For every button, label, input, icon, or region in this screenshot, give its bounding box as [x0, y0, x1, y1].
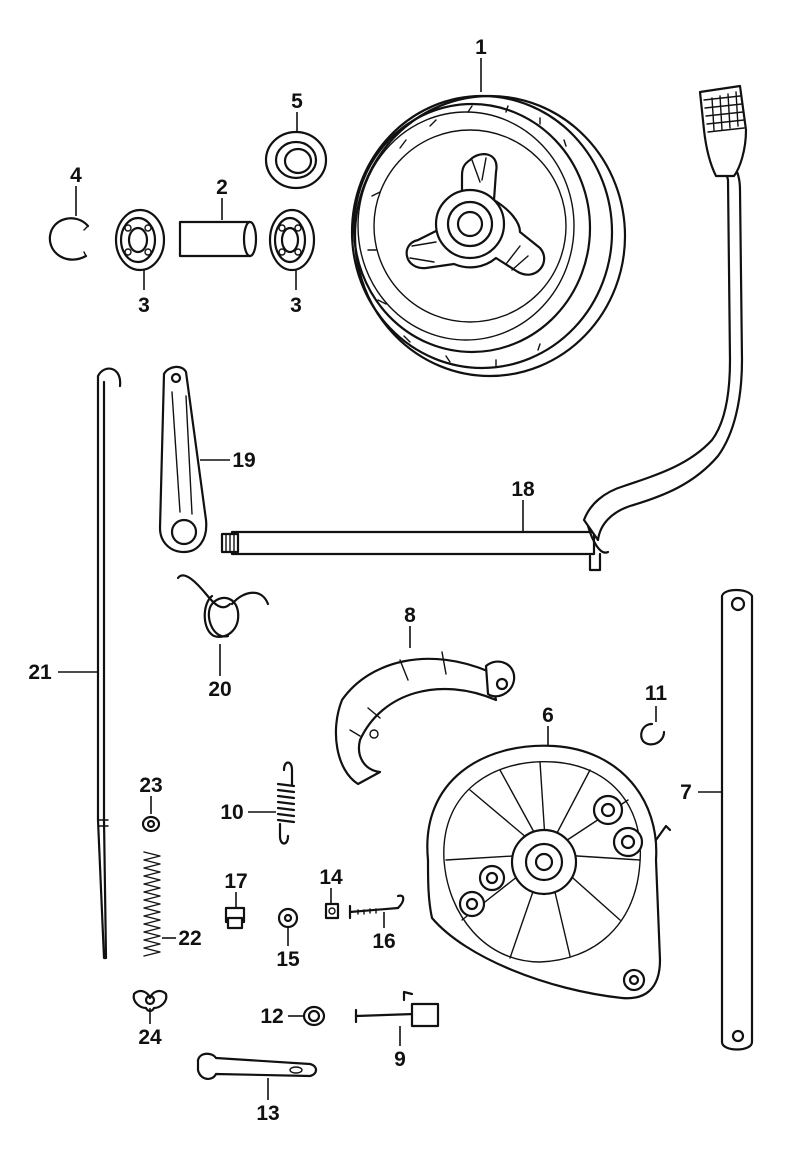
callout-17: 17	[224, 870, 247, 893]
part-3-bearing-left	[114, 208, 166, 272]
part-4-circlip	[48, 217, 90, 261]
part-19-brake-arm	[158, 365, 208, 554]
callout-21: 21	[28, 661, 52, 684]
part-14-small-nut	[324, 902, 340, 920]
part-24-wing-nut	[132, 989, 168, 1013]
part-16-adjuster-bolt	[348, 894, 405, 920]
callout-22: 22	[178, 927, 201, 950]
part-21-brake-rod	[96, 367, 122, 960]
callout-20: 20	[208, 678, 231, 701]
callout-5: 5	[291, 90, 303, 113]
part-11-small-circlip	[640, 722, 666, 746]
part-9-brake-cam	[354, 990, 440, 1028]
callout-18: 18	[511, 478, 535, 501]
callout-11: 11	[645, 682, 668, 705]
part-5-oil-seal	[264, 130, 328, 190]
callout-16: 16	[372, 930, 395, 953]
callout-6: 6	[542, 704, 554, 727]
part-7-torque-arm	[720, 588, 754, 1051]
part-20-torsion-spring	[176, 574, 270, 638]
callout-24: 24	[138, 1026, 162, 1049]
leader-lines	[58, 58, 722, 1100]
part-1-brake-drum	[350, 94, 627, 378]
callout-15: 15	[276, 948, 300, 971]
part-15-washer	[277, 907, 299, 929]
part-3-bearing-right	[268, 208, 316, 272]
part-12-bushing	[302, 1005, 326, 1027]
part-17-pin	[224, 906, 246, 930]
callout-1: 1	[475, 36, 487, 59]
callout-14: 14	[319, 866, 343, 889]
callout-13: 13	[256, 1102, 279, 1125]
callout-23: 23	[139, 774, 162, 797]
part-23-nut	[141, 815, 161, 833]
part-10-return-spring	[276, 761, 296, 845]
part-22-compression-spring	[143, 851, 161, 957]
callout-3-right: 3	[290, 294, 302, 317]
part-6-backing-plate	[426, 744, 672, 1000]
callout-4: 4	[70, 164, 82, 187]
callout-2: 2	[216, 176, 228, 199]
callout-9: 9	[394, 1048, 406, 1071]
callout-8: 8	[404, 604, 416, 627]
callout-numbers: 1 2 3 3 4 5 6 7 8 9 10 11 12 13 14 15 16…	[28, 36, 692, 1125]
part-13-lever	[196, 1052, 318, 1080]
callout-19: 19	[232, 449, 255, 472]
callout-3-left: 3	[138, 294, 150, 317]
part-8-brake-shoe	[334, 651, 516, 786]
callout-10: 10	[220, 801, 243, 824]
part-2-spacer-tube	[178, 220, 258, 258]
callout-7: 7	[680, 781, 692, 804]
part-18-brake-shaft-and-lever	[220, 84, 748, 572]
callout-12: 12	[260, 1005, 283, 1028]
